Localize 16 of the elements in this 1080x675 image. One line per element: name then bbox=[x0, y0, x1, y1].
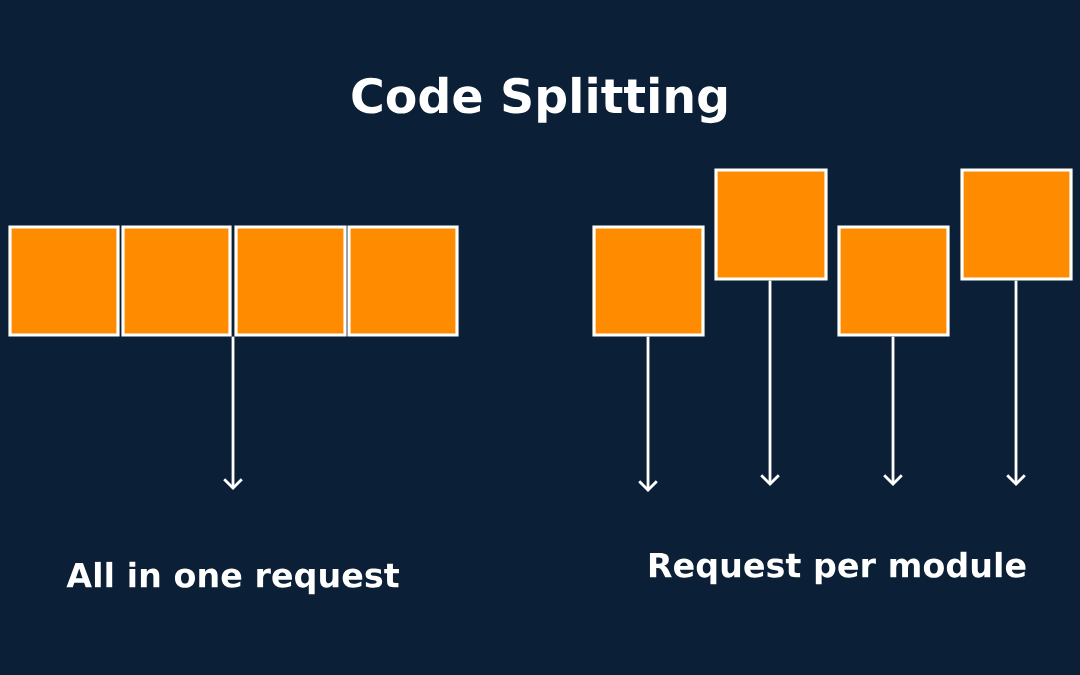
caption-text: All in one request bbox=[66, 561, 399, 595]
module-box bbox=[8, 225, 120, 337]
module-box bbox=[121, 225, 232, 337]
caption-text: Request per module bbox=[649, 551, 1026, 585]
module-box bbox=[347, 225, 459, 337]
arrow bbox=[223, 336, 243, 490]
module-box bbox=[837, 225, 950, 337]
arrow bbox=[760, 280, 780, 486]
arrow bbox=[883, 336, 903, 486]
module-box bbox=[234, 225, 347, 337]
arrow bbox=[638, 336, 658, 492]
module-box bbox=[592, 225, 705, 337]
module-box bbox=[960, 168, 1073, 281]
arrow bbox=[1006, 280, 1026, 486]
module-box bbox=[714, 168, 828, 281]
title: Code Splitting bbox=[352, 76, 727, 124]
